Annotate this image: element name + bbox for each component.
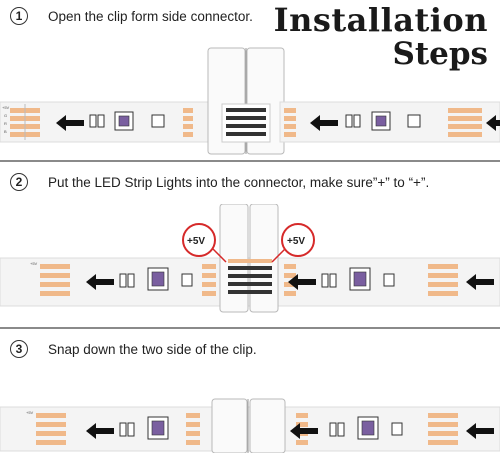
- step2-right-pads: [284, 264, 458, 296]
- left-5v-callout: +5V: [182, 223, 227, 263]
- step-2-illustration: +5V +5V +5V: [0, 204, 500, 313]
- step3-pad-label-5v: +5V: [26, 410, 34, 415]
- open-clip-connector: [207, 47, 285, 155]
- step-3-header: 3 Snap down the two side of the clip.: [10, 340, 257, 358]
- left-callout-label: +5V: [187, 236, 205, 247]
- step2-right-arrow-icon: [288, 274, 494, 290]
- step-2-text: Put the LED Strip Lights into the connec…: [48, 174, 430, 190]
- step2-left-pads: [40, 264, 216, 296]
- installation-title: Installation Steps: [273, 1, 488, 72]
- pad-label-b: B: [4, 129, 7, 134]
- pad-label-g: G: [4, 113, 7, 118]
- step-2-header: 2 Put the LED Strip Lights into the conn…: [10, 173, 429, 191]
- step-3-illustration: +5V: [0, 398, 500, 453]
- left-arrow-icon: [56, 115, 84, 131]
- step-1-text: Open the clip form side connector.: [48, 8, 253, 24]
- title-line-2: Steps: [392, 35, 488, 72]
- step-1-header: 1 Open the clip form side connector.: [10, 7, 253, 25]
- right-arrow-icon: [310, 115, 500, 131]
- right-5v-callout: +5V: [271, 223, 315, 263]
- pad-label-r: R: [4, 121, 7, 126]
- step3-right-arrow-icon: [290, 423, 494, 439]
- step-2-number: 2: [10, 173, 28, 191]
- step3-right-components: [329, 416, 403, 440]
- step2-right-components: [321, 267, 395, 291]
- step3-left-arrow-icon: [86, 423, 114, 439]
- section-divider-1: [0, 160, 500, 162]
- pad-label-5v: +5V: [2, 105, 10, 110]
- step-1-number: 1: [10, 7, 28, 25]
- section-divider-2: [0, 327, 500, 329]
- step-1-illustration: +5V G R B: [0, 47, 500, 155]
- left-copper-pads: [10, 104, 40, 140]
- connector-body: [219, 204, 279, 313]
- right-led-components: [345, 111, 421, 131]
- step-3-text: Snap down the two side of the clip.: [48, 341, 257, 357]
- step3-left-components: [119, 416, 169, 440]
- right-callout-label: +5V: [287, 236, 305, 247]
- step2-pad-label-5v: +5V: [30, 261, 38, 266]
- closed-clip-connector: [211, 398, 286, 453]
- step2-left-arrow-icon: [86, 274, 114, 290]
- title-line-1: Installation: [273, 1, 488, 39]
- step-3-number: 3: [10, 340, 28, 358]
- led-components: [89, 108, 193, 137]
- step2-left-components: [119, 267, 193, 291]
- right-copper-pads: [284, 108, 482, 137]
- step3-left-pads: [36, 413, 200, 445]
